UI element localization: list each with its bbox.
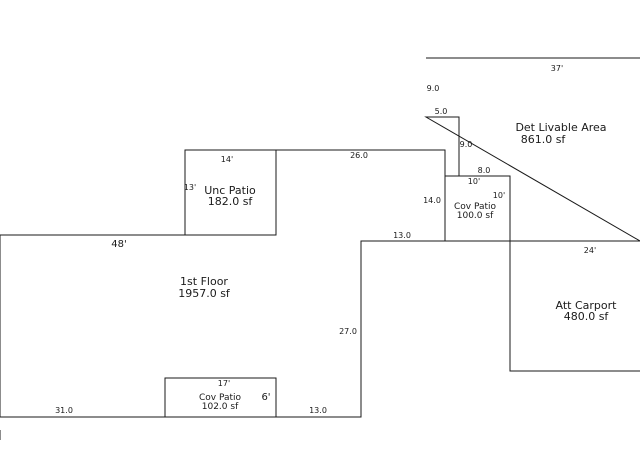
cov-patio-lower-area: 102.0 sf: [202, 402, 239, 412]
dim-top-run: 26.0: [350, 151, 368, 160]
dim-bottom-left: 31.0: [55, 406, 73, 415]
dim-step-run: 13.0: [393, 231, 411, 240]
dim-right-step: 14.0: [423, 196, 441, 205]
unc-patio-name: Unc Patio: [204, 184, 256, 197]
dim-det-step: 8.0: [478, 166, 491, 175]
dim-cov-patio-upper-width: 10': [468, 177, 480, 186]
det-livable-name: Det Livable Area: [515, 121, 606, 134]
unc-patio-outline: [184, 149, 277, 236]
dim-cov-patio-lower-width: 17': [218, 379, 230, 388]
dim-det-top: 37': [551, 64, 563, 73]
dim-carport-top: 24': [584, 246, 596, 255]
att-carport-area: 480.0 sf: [564, 310, 610, 323]
dim-det-notch: 5.0: [435, 107, 448, 116]
cov-patio-upper-name: Cov Patio: [454, 202, 497, 212]
cov-patio-lower-outline: [164, 377, 277, 418]
dim-unc-patio-width: 14': [221, 155, 233, 164]
dim-cov-patio-upper-depth: 10': [493, 191, 505, 200]
dim-unc-patio-height: 13': [184, 183, 196, 192]
dim-right-drop: 27.0: [339, 327, 357, 336]
att-carport-outline: [509, 240, 640, 372]
first-floor-name: 1st Floor: [180, 275, 228, 288]
dim-det-left-upper: 9.0: [427, 84, 440, 93]
dim-det-left-lower: 9.0: [460, 140, 473, 149]
cov-patio-lower-name: Cov Patio: [199, 393, 242, 403]
dim-cov-patio-lower-depth: 6': [261, 392, 270, 403]
att-carport-name: Att Carport: [556, 299, 618, 312]
det-livable-area: 861.0 sf: [521, 133, 567, 146]
dim-first-floor-top: 48': [111, 239, 126, 250]
unc-patio-area: 182.0 sf: [208, 195, 254, 208]
dim-bottom-right: 13.0: [309, 406, 327, 415]
cov-patio-upper-area: 100.0 sf: [457, 211, 494, 221]
first-floor-area: 1957.0 sf: [178, 287, 231, 300]
